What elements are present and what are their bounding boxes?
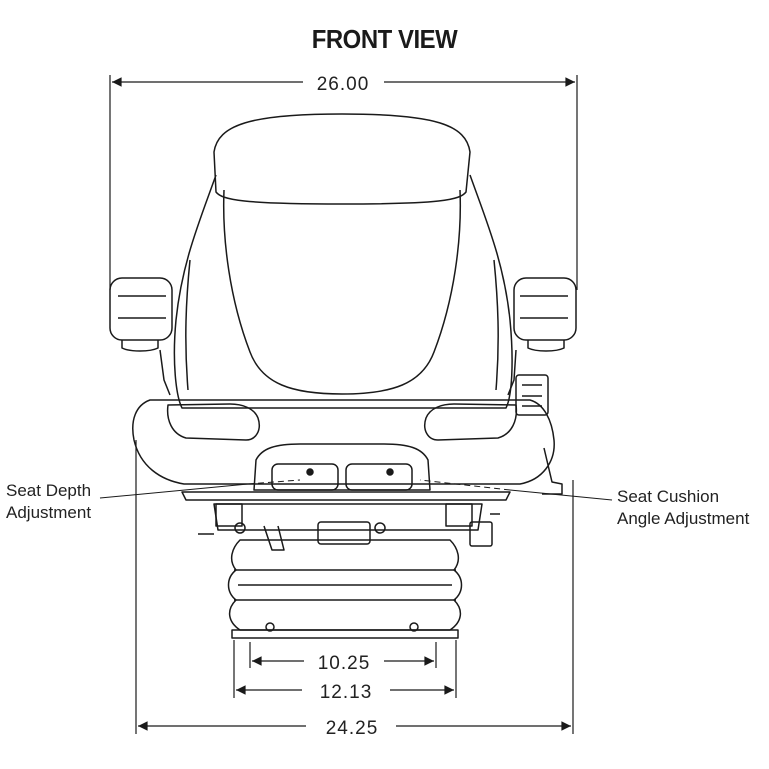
leader-seat-depth — [99, 483, 249, 499]
dimension-mount-outer-label: 12.13 — [320, 682, 373, 703]
seat-pan-bottom — [181, 491, 511, 501]
leader-seat-cushion — [509, 489, 613, 501]
armrest-bracket-left — [159, 349, 171, 396]
drawing-title: FRONT VIEW — [311, 24, 458, 54]
dimension-base-width — [135, 440, 574, 734]
armrest-bracket-right — [507, 349, 517, 396]
callout-seat-depth-line1: Seat Depth — [6, 481, 92, 500]
dimension-mount-inner — [249, 642, 437, 668]
seat-bolster-right — [424, 403, 518, 441]
dimension-mount-inner-label: 10.25 — [318, 653, 371, 674]
backrest-cushion — [222, 189, 462, 395]
backrest-side-left — [185, 259, 191, 391]
leader-seat-depth-dash — [247, 479, 301, 485]
base-plate — [231, 629, 459, 639]
dimension-base-width-label: 24.25 — [326, 718, 379, 739]
leader-seat-cushion-dash — [419, 479, 511, 491]
armrest-left — [109, 277, 173, 352]
callout-seat-cushion-line2: Angle Adjustment — [617, 509, 750, 528]
base-bolt-left — [265, 622, 275, 632]
armrest-right — [513, 277, 577, 352]
callout-seat-depth-line2: Adjustment — [6, 503, 92, 522]
backrest-outer — [173, 174, 513, 409]
backrest-side-right — [493, 259, 499, 391]
dimension-mount-outer — [233, 640, 457, 698]
side-control-panel — [515, 374, 549, 416]
dimension-overall-width-label: 26.00 — [317, 74, 370, 95]
callout-seat-cushion-angle: Seat Cushion Angle Adjustment — [617, 486, 749, 530]
headrest — [213, 113, 471, 205]
seat-bolster-left — [166, 403, 260, 441]
suspension-brackets — [198, 503, 500, 551]
callout-seat-depth: Seat Depth Adjustment — [6, 480, 91, 524]
seat-front-edge — [253, 443, 431, 491]
base-bolt-right — [409, 622, 419, 632]
callout-seat-cushion-line1: Seat Cushion — [617, 487, 720, 506]
seat-cushion — [132, 399, 555, 485]
adjustment-handle — [271, 463, 413, 491]
dimension-overall-width — [109, 75, 578, 290]
suspension-frame — [213, 503, 483, 531]
